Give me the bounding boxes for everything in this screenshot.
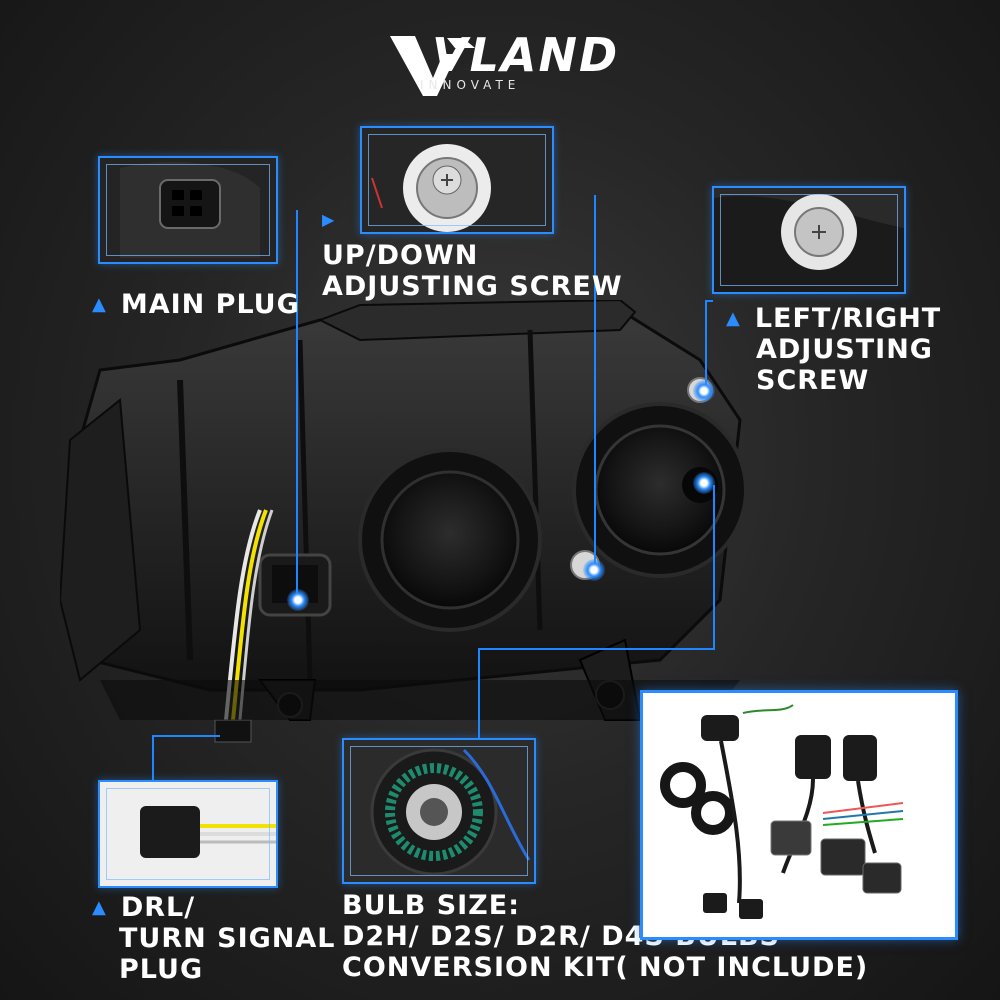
- updown-label: UP/DOWN ADJUSTING SCREW: [322, 240, 623, 302]
- leader-leftright-h: [705, 300, 713, 302]
- updown-screw-photo: [360, 126, 554, 234]
- updown-screw-photo-art: [362, 128, 552, 232]
- vland-logo: [390, 36, 475, 96]
- wiring-harness-art: [643, 693, 955, 937]
- leader-bulb-h: [478, 648, 715, 650]
- leftright-screw-photo: [712, 186, 906, 294]
- caret-up-icon: ▲: [92, 897, 107, 918]
- marker-main-plug: [287, 589, 309, 611]
- leftright-screw-photo-art: [714, 188, 904, 292]
- bulb-photo: [342, 738, 536, 884]
- bulb-label-line3: CONVERSION KIT( NOT INCLUDE): [342, 952, 869, 983]
- drl-plug-photo-art: [100, 782, 276, 886]
- marker-leftright-screw: [693, 380, 715, 402]
- leftright-label-row1: ▲ LEFT/RIGHT: [726, 303, 941, 334]
- drl-label-line2: TURN SIGNAL: [119, 923, 336, 954]
- brand-tagline: INNOVATE: [420, 78, 521, 92]
- updown-label-line1: UP/DOWN: [322, 240, 479, 271]
- leader-bulb-v1: [713, 485, 715, 650]
- caret-up-icon: ▲: [92, 294, 107, 315]
- leftright-label-line1: LEFT/RIGHT: [754, 303, 942, 334]
- leader-drl-v: [152, 735, 154, 780]
- drl-label-line3: PLUG: [119, 954, 204, 985]
- leader-bulb-v2: [478, 648, 480, 740]
- bulb-label-line1: BULB SIZE:: [342, 890, 520, 921]
- leader-main-plug: [296, 210, 298, 600]
- caret-right-icon: ▶: [322, 210, 335, 229]
- main-plug-label-row: ▲ MAIN PLUG: [92, 289, 300, 320]
- main-plug-label: MAIN PLUG: [120, 289, 300, 320]
- drl-plug-photo: [98, 780, 278, 888]
- bulb-photo-art: [344, 740, 534, 882]
- marker-bulb: [693, 472, 715, 494]
- leftright-label-line3: SCREW: [756, 365, 870, 396]
- leader-drl-h: [152, 735, 220, 737]
- main-plug-photo: [98, 156, 278, 264]
- drl-label-line1: DRL/: [120, 892, 196, 923]
- main-plug-photo-art: [100, 158, 276, 262]
- headlight-illustration: [60, 300, 748, 743]
- leader-updown: [594, 195, 596, 570]
- leftright-label-line2: ADJUSTING: [756, 334, 933, 365]
- caret-up-icon: ▲: [726, 308, 741, 329]
- marker-updown-screw: [583, 559, 605, 581]
- leftright-label: ▲ LEFT/RIGHT ADJUSTING SCREW: [726, 303, 941, 396]
- drl-label: ▲ DRL/ TURN SIGNAL PLUG: [92, 892, 335, 985]
- brand-name: VLAND: [432, 28, 620, 82]
- updown-label-line2: ADJUSTING SCREW: [322, 271, 623, 302]
- leader-leftright-v: [705, 300, 707, 390]
- wiring-harness-photo: [640, 690, 958, 940]
- drl-label-row1: ▲ DRL/: [92, 892, 335, 923]
